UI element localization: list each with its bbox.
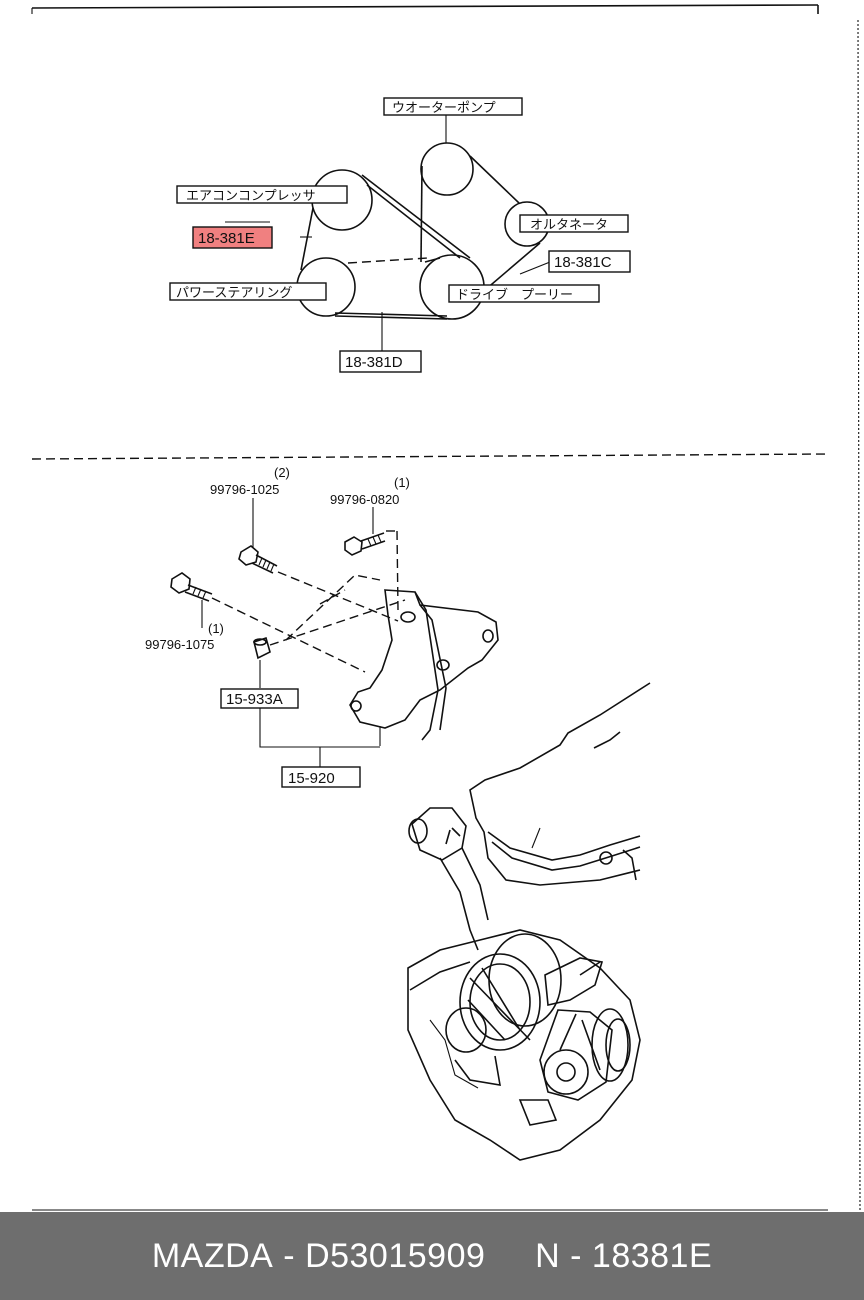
bolt-0820-part[interactable]: 99796-0820 <box>330 492 399 507</box>
parts-diagram: ウオーターポンプ エアコンコンプレッサ オルタネータ パワーステアリング ドライ… <box>31 4 861 1212</box>
svg-text:15-920: 15-920 <box>288 770 335 787</box>
svg-text:オルタネータ: オルタネータ <box>530 218 608 233</box>
water-pump-pulley <box>420 142 474 196</box>
footer-gap <box>485 1237 535 1276</box>
svg-text:15-933A: 15-933A <box>226 691 283 708</box>
bolt-1025-qty: (2) <box>274 465 290 480</box>
svg-text:ウオーターポンプ: ウオーターポンプ <box>392 101 496 116</box>
bolt-0820-qty: (1) <box>394 475 410 490</box>
part-15-933A-label[interactable]: 15-933A <box>220 688 299 709</box>
part-18-381D-label[interactable]: 18-381D <box>339 350 422 373</box>
drive-pulley-label: ドライブ プーリー <box>448 284 600 303</box>
bracket-diagram: (2) 99796-1025 (1) 99796-0820 (1) 99796-… <box>145 465 499 788</box>
footer-part-number: D53015909 <box>305 1236 486 1275</box>
engine-large-pulley <box>459 953 541 1051</box>
svg-text:ドライブ プーリー: ドライブ プーリー <box>456 287 573 303</box>
power-steering-label: パワーステアリング <box>169 282 327 301</box>
footer-ref-separator: - <box>560 1236 592 1275</box>
bolt-1075-qty: (1) <box>208 621 224 636</box>
bolt-1025-part[interactable]: 99796-1025 <box>210 482 279 497</box>
svg-text:18-381E: 18-381E <box>198 230 255 247</box>
alternator-label: オルタネータ <box>519 214 629 233</box>
footer-bar: MAZDA - D53015909 N - 18381E <box>0 1212 864 1300</box>
belt-routing-diagram: ウオーターポンプ エアコンコンプレッサ オルタネータ パワーステアリング ドライ… <box>169 97 631 373</box>
page-frame <box>31 4 861 1212</box>
bushing-drawing <box>253 599 406 688</box>
bolt-1025-drawing <box>238 498 399 622</box>
footer-brand: MAZDA <box>151 1236 274 1275</box>
belt-power-steering <box>334 257 448 320</box>
bolt-0820-drawing <box>344 507 399 611</box>
svg-text:パワーステアリング: パワーステアリング <box>176 286 292 301</box>
belt-ac-compressor <box>300 174 471 271</box>
svg-text:エアコンコンプレッサ: エアコンコンプレッサ <box>186 189 316 204</box>
footer-ref-prefix: N <box>535 1236 561 1275</box>
belt-water-pump-alternator <box>420 155 541 291</box>
svg-text:18-381C: 18-381C <box>554 254 612 271</box>
svg-text:18-381D: 18-381D <box>345 354 403 371</box>
footer-ref-code: 18381E <box>591 1236 713 1275</box>
bolt-1075-drawing <box>170 572 366 673</box>
engine-drawing <box>407 682 651 1161</box>
bracket-drawing <box>285 574 499 746</box>
part-18-381E-label[interactable]: 18-381E <box>192 226 273 249</box>
part-15-920-label[interactable]: 15-920 <box>281 766 361 788</box>
bolt-1075-part[interactable]: 99796-1075 <box>145 637 214 652</box>
part-18-381C-label[interactable]: 18-381C <box>548 250 631 273</box>
footer-separator: - <box>273 1236 306 1275</box>
water-pump-label: ウオーターポンプ <box>383 97 523 116</box>
ac-compressor-label: エアコンコンプレッサ <box>176 185 348 204</box>
